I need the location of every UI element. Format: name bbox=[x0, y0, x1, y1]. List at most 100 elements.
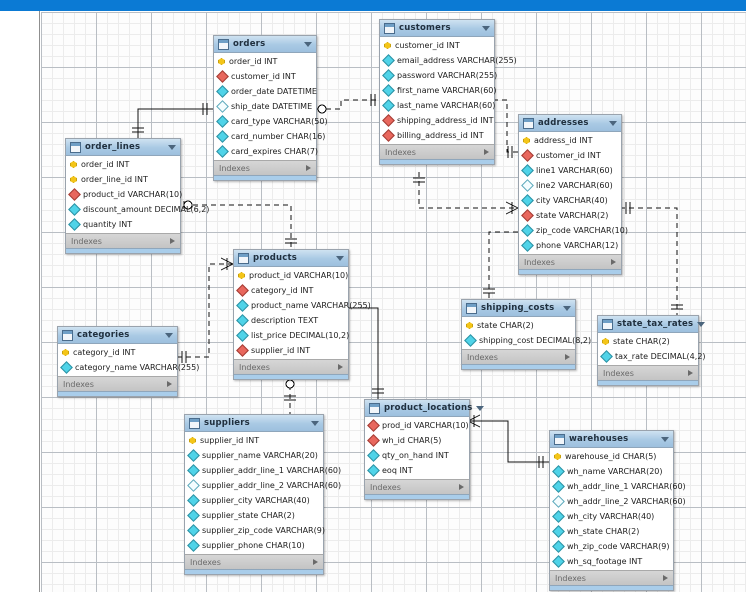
expand-arrow-icon[interactable] bbox=[663, 575, 668, 581]
column-row[interactable]: prod_id VARCHAR(10) bbox=[365, 418, 469, 433]
chevron-down-icon[interactable] bbox=[609, 120, 617, 126]
chevron-down-icon[interactable] bbox=[563, 305, 571, 311]
column-row[interactable]: state VARCHAR(2) bbox=[519, 208, 621, 223]
indexes-section-orders[interactable]: Indexes bbox=[214, 160, 316, 175]
expand-arrow-icon[interactable] bbox=[167, 381, 172, 387]
column-row[interactable]: city VARCHAR(40) bbox=[519, 193, 621, 208]
indexes-section-categories[interactable]: Indexes bbox=[58, 376, 177, 391]
table-header-warehouses[interactable]: warehouses bbox=[550, 431, 673, 448]
chevron-down-icon[interactable] bbox=[482, 25, 490, 31]
column-row[interactable]: last_name VARCHAR(60) bbox=[380, 98, 495, 113]
column-row[interactable]: supplier_id INT bbox=[234, 343, 348, 358]
column-row[interactable]: category_name VARCHAR(255) bbox=[58, 360, 199, 375]
chevron-down-icon[interactable] bbox=[304, 41, 312, 47]
column-row[interactable]: product_id VARCHAR(10) bbox=[66, 187, 182, 202]
column-row[interactable]: product_name VARCHAR(255) bbox=[234, 298, 371, 313]
indexes-section-order_lines[interactable]: Indexes bbox=[66, 233, 180, 248]
expand-arrow-icon[interactable] bbox=[688, 370, 693, 376]
expand-arrow-icon[interactable] bbox=[484, 149, 489, 155]
indexes-section-customers[interactable]: Indexes bbox=[380, 144, 494, 159]
column-row[interactable]: first_name VARCHAR(60) bbox=[380, 83, 497, 98]
table-header-customers[interactable]: customers bbox=[380, 20, 494, 37]
column-row[interactable]: supplier_phone CHAR(10) bbox=[185, 538, 323, 553]
column-row[interactable]: wh_id CHAR(5) bbox=[365, 433, 469, 448]
column-row[interactable]: supplier_id INT bbox=[185, 433, 323, 448]
column-row[interactable]: wh_addr_line_2 VARCHAR(60) bbox=[550, 494, 686, 509]
column-row[interactable]: wh_city VARCHAR(40) bbox=[550, 509, 673, 524]
column-row[interactable]: wh_state CHAR(2) bbox=[550, 524, 673, 539]
column-row[interactable]: quantity INT bbox=[66, 217, 180, 232]
expand-arrow-icon[interactable] bbox=[565, 354, 570, 360]
column-row[interactable]: zip_code VARCHAR(10) bbox=[519, 223, 628, 238]
table-header-shipping_costs[interactable]: shipping_costs bbox=[462, 300, 575, 317]
table-header-orders[interactable]: orders bbox=[214, 36, 316, 53]
expand-arrow-icon[interactable] bbox=[313, 559, 318, 565]
chevron-down-icon[interactable] bbox=[336, 255, 344, 261]
table-header-order_lines[interactable]: order_lines bbox=[66, 139, 180, 156]
column-row[interactable]: qty_on_hand INT bbox=[365, 448, 469, 463]
column-row[interactable]: eoq INT bbox=[365, 463, 469, 478]
chevron-down-icon[interactable] bbox=[697, 321, 706, 327]
indexes-section-suppliers[interactable]: Indexes bbox=[185, 554, 323, 569]
indexes-section-warehouses[interactable]: Indexes bbox=[550, 570, 673, 585]
column-row[interactable]: category_id INT bbox=[234, 283, 348, 298]
column-row[interactable]: description TEXT bbox=[234, 313, 348, 328]
column-row[interactable]: state CHAR(2) bbox=[462, 318, 575, 333]
indexes-section-shipping_costs[interactable]: Indexes bbox=[462, 349, 575, 364]
column-row[interactable]: card_expires CHAR(7) bbox=[214, 144, 318, 159]
column-row[interactable]: shipping_address_id INT bbox=[380, 113, 494, 128]
column-row[interactable]: supplier_name VARCHAR(20) bbox=[185, 448, 323, 463]
column-row[interactable]: email_address VARCHAR(255) bbox=[380, 53, 517, 68]
table-header-categories[interactable]: categories bbox=[58, 327, 177, 344]
table-header-state_tax_rates[interactable]: state_tax_rates bbox=[598, 316, 706, 333]
indexes-section-products[interactable]: Indexes bbox=[234, 359, 348, 374]
column-row[interactable]: supplier_zip_code VARCHAR(9) bbox=[185, 523, 325, 538]
expand-arrow-icon[interactable] bbox=[459, 484, 464, 490]
column-row[interactable]: discount_amount DECIMAL(6,2) bbox=[66, 202, 209, 217]
chevron-down-icon[interactable] bbox=[311, 420, 319, 426]
column-row[interactable]: state CHAR(2) bbox=[598, 334, 698, 349]
column-row[interactable]: category_id INT bbox=[58, 345, 177, 360]
column-row[interactable]: supplier_city VARCHAR(40) bbox=[185, 493, 323, 508]
table-header-addresses[interactable]: addresses bbox=[519, 115, 621, 132]
column-row[interactable]: order_id INT bbox=[66, 157, 180, 172]
column-row[interactable]: line2 VARCHAR(60) bbox=[519, 178, 621, 193]
table-header-suppliers[interactable]: suppliers bbox=[185, 415, 323, 432]
column-row[interactable]: address_id INT bbox=[519, 133, 621, 148]
chevron-down-icon[interactable] bbox=[476, 405, 485, 411]
column-row[interactable]: warehouse_id CHAR(5) bbox=[550, 449, 673, 464]
column-row[interactable]: wh_sq_footage INT bbox=[550, 554, 673, 569]
column-row[interactable]: supplier_state CHAR(2) bbox=[185, 508, 323, 523]
table-header-products[interactable]: products bbox=[234, 250, 348, 267]
indexes-section-product_locations[interactable]: Indexes bbox=[365, 479, 469, 494]
column-row[interactable]: line1 VARCHAR(60) bbox=[519, 163, 621, 178]
expand-arrow-icon[interactable] bbox=[338, 364, 343, 370]
column-row[interactable]: order_id INT bbox=[214, 54, 316, 69]
column-row[interactable]: supplier_addr_line_1 VARCHAR(60) bbox=[185, 463, 341, 478]
column-row[interactable]: card_type VARCHAR(50) bbox=[214, 114, 328, 129]
column-row[interactable]: shipping_cost DECIMAL(8,2) bbox=[462, 333, 591, 348]
expand-arrow-icon[interactable] bbox=[306, 165, 311, 171]
column-row[interactable]: list_price DECIMAL(10,2) bbox=[234, 328, 349, 343]
column-row[interactable]: customer_id INT bbox=[380, 38, 494, 53]
column-row[interactable]: customer_id INT bbox=[519, 148, 621, 163]
column-row[interactable]: order_line_id INT bbox=[66, 172, 180, 187]
column-row[interactable]: wh_zip_code VARCHAR(9) bbox=[550, 539, 673, 554]
expand-arrow-icon[interactable] bbox=[170, 238, 175, 244]
chevron-down-icon[interactable] bbox=[661, 436, 669, 442]
column-row[interactable]: password VARCHAR(255) bbox=[380, 68, 497, 83]
chevron-down-icon[interactable] bbox=[168, 144, 176, 150]
column-row[interactable]: supplier_addr_line_2 VARCHAR(60) bbox=[185, 478, 341, 493]
column-row[interactable]: wh_addr_line_1 VARCHAR(60) bbox=[550, 479, 686, 494]
column-row[interactable]: wh_name VARCHAR(20) bbox=[550, 464, 673, 479]
